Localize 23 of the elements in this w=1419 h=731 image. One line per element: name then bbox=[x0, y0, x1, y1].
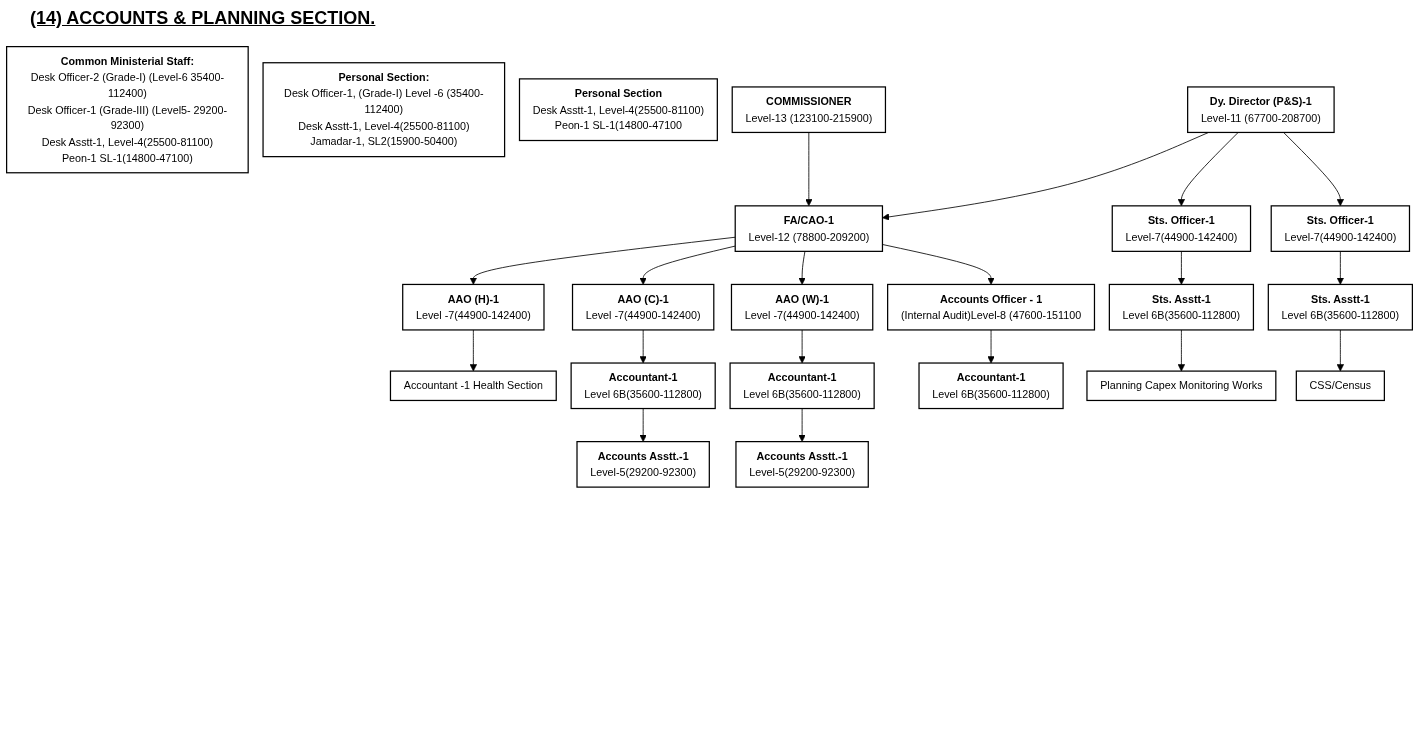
node-box: Accounts Asstt.-1 Level-5(29200-92300) bbox=[576, 441, 710, 488]
node-box: Accounts Asstt.-1 Level-5(29200-92300) bbox=[735, 441, 869, 488]
node-box: AAO (W)-1 Level -7(44900-142400) bbox=[730, 283, 874, 331]
node-box: Dy. Director (P&S)-1 Level-11 (67700-208700) bbox=[1187, 86, 1335, 134]
node-box: Common Ministerial Staff: Desk Officer-2 (Grade-I) (Level-6 35400-112400) Desk Officer-1 (Grade-III) (Level5- 29200-92300) Desk Asstt-1, Level-4(25500-81100) Peon-1 SL-1(14800-47100) bbox=[6, 46, 249, 174]
node-box: Accountant -1 Health Section bbox=[389, 370, 557, 402]
node-box: FA/CAO-1 Level-12 (78800-209200) bbox=[734, 205, 884, 252]
node-box: CSS/Census bbox=[1295, 370, 1385, 402]
node-box: Accountant-1 Level 6B(35600-112800) bbox=[570, 362, 716, 410]
node-box: Accountant-1 Level 6B(35600-112800) bbox=[729, 362, 875, 410]
node-box: Sts. Officer-1 Level-7(44900-142400) bbox=[1111, 205, 1252, 252]
node-box: Sts. Asstt-1 Level 6B(35600-112800) bbox=[1267, 283, 1413, 331]
node-box: Personal Section: Desk Officer-1, (Grade-I) Level -6 (35400-112400) Desk Asstt-1, Level-4(25500-81100) Jamadar-1, SL2(15900-50400) bbox=[262, 62, 506, 158]
diagram-title: (14) ACCOUNTS & PLANNING SECTION. bbox=[30, 8, 376, 29]
node-box: Planning Capex Monitoring Works bbox=[1086, 370, 1277, 402]
node-box: Sts. Officer-1 Level-7(44900-142400) bbox=[1270, 205, 1411, 252]
node-box: AAO (C)-1 Level -7(44900-142400) bbox=[571, 283, 715, 331]
node-box: Sts. Asstt-1 Level 6B(35600-112800) bbox=[1108, 283, 1255, 331]
node-box: COMMISSIONER Level-13 (123100-215900) bbox=[731, 86, 887, 134]
node-box: AAO (H)-1 Level -7(44900-142400) bbox=[402, 283, 545, 331]
node-box: Accounts Officer - 1 (Internal Audit)Level-8 (47600-151100 bbox=[887, 283, 1096, 331]
node-box: Accountant-1 Level 6B(35600-112800) bbox=[918, 362, 1064, 410]
node-box: Personal Section Desk Asstt-1, Level-4(25500-81100) Peon-1 SL-1(14800-47100 bbox=[518, 78, 718, 142]
